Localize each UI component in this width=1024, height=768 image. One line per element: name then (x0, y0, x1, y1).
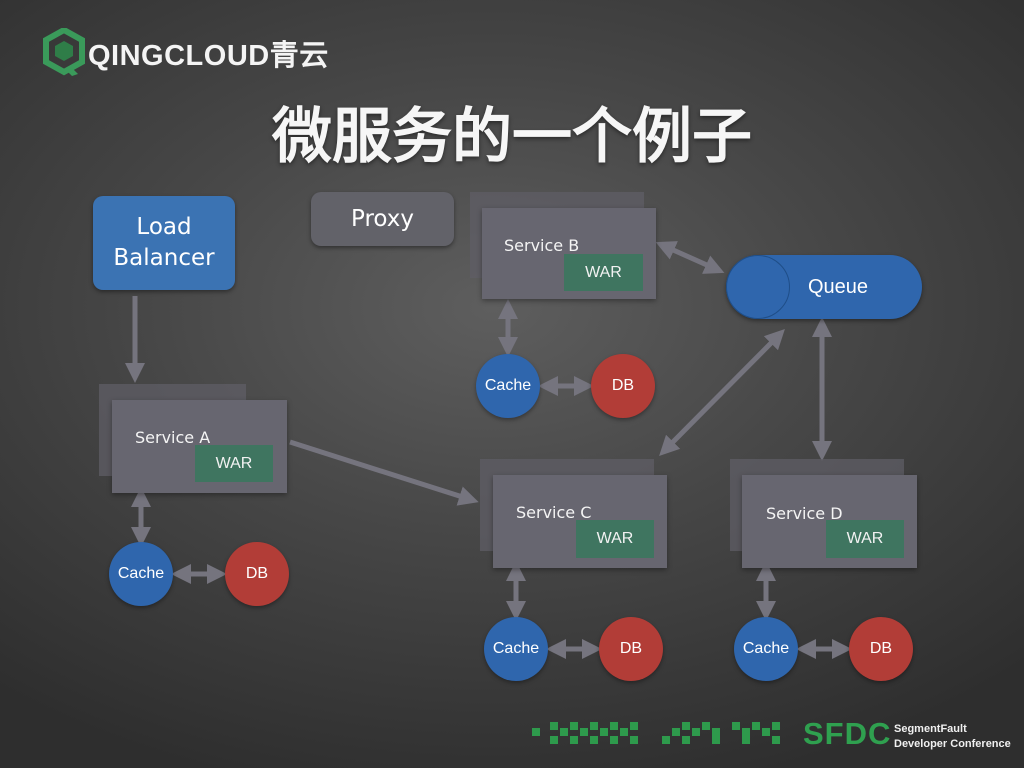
queue-cylinder-cap (726, 255, 790, 319)
service-a-cache: Cache (109, 542, 173, 606)
arrow-service-b-queue (655, 241, 725, 274)
service-c-war-tag: WAR (576, 520, 654, 558)
pixel-pattern-icon (532, 722, 780, 744)
load-balancer-box: Load Balancer (93, 196, 235, 290)
arrow-queue-service-c (659, 329, 785, 456)
service-d-cache: Cache (734, 617, 798, 681)
service-a-label: Service A (135, 428, 211, 447)
service-a-db: DB (225, 542, 289, 606)
service-b-cache: Cache (476, 354, 540, 418)
service-a-war-tag: WAR (195, 445, 273, 482)
service-c-label: Service C (516, 503, 592, 522)
conference-name: SegmentFault Developer Conference (894, 723, 1011, 750)
qingcloud-logo-icon (43, 28, 85, 76)
service-d-label: Service D (766, 504, 843, 523)
slide-title: 微服务的一个例子 (272, 102, 752, 172)
service-b-war-tag: WAR (564, 254, 643, 291)
service-b-label: Service B (504, 236, 580, 255)
sfdc-logo-text: SFDC (803, 716, 892, 751)
arrow-service-a-to-service-c (289, 439, 479, 506)
service-b-db: DB (591, 354, 655, 418)
service-d-war-tag: WAR (826, 520, 904, 558)
service-c-db: DB (599, 617, 663, 681)
service-c-cache: Cache (484, 617, 548, 681)
queue-label: Queue (807, 275, 869, 298)
brand-logo-text: QINGCLOUD青云 (88, 40, 329, 72)
service-d-db: DB (849, 617, 913, 681)
proxy-box: Proxy (311, 192, 454, 246)
